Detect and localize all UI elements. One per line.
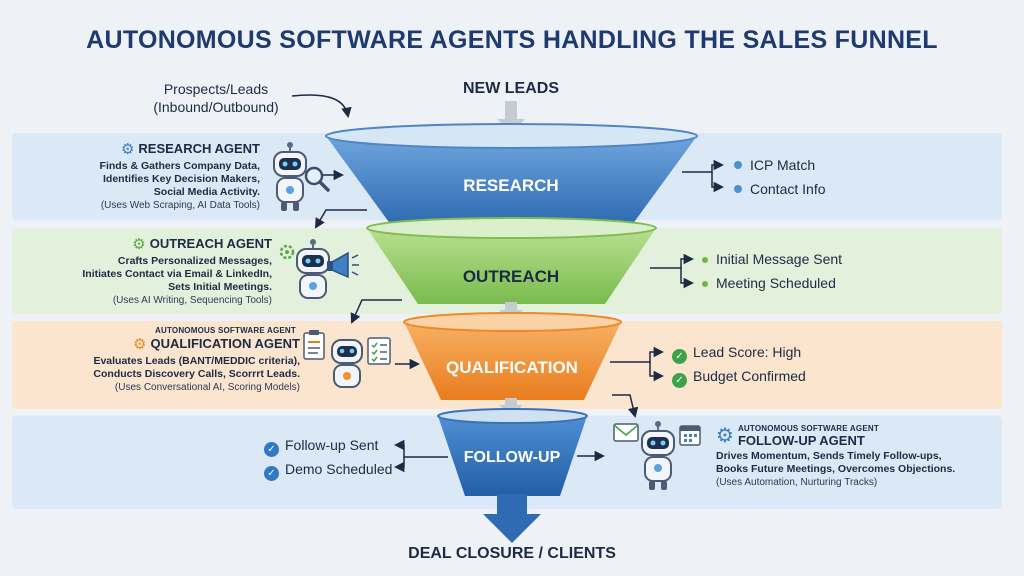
prospects-line-1: Prospects/Leads	[163, 81, 269, 97]
envelope-icon	[613, 423, 639, 442]
qualification-output-connector	[610, 346, 665, 382]
followup-agent-name: FOLLOW-UP AGENT	[737, 432, 865, 448]
magnifier-icon	[304, 166, 330, 192]
check-circle-icon: ✓	[672, 373, 687, 388]
qualification-agent-name: QUALIFICATION AGENT	[150, 336, 301, 351]
stage-label-outreach: OUTREACH	[463, 267, 559, 286]
funnel-section-followup	[437, 408, 588, 543]
research-outputs: ICP Match Contact Info	[734, 153, 826, 201]
calendar-icon	[679, 425, 701, 446]
bullet-dot-icon	[734, 161, 742, 169]
deal-closure-label: DEAL CLOSURE / CLIENTS	[408, 545, 616, 562]
stage-label-research: RESEARCH	[463, 176, 558, 195]
qualification-to-followup-arrow	[612, 394, 639, 419]
stage-label-followup: FOLLOW-UP	[464, 449, 561, 466]
check-circle-icon: ✓	[264, 466, 279, 481]
funnel-section-qualification	[403, 312, 622, 400]
research-agent-desc-3: Social Media Activity.	[153, 186, 260, 198]
gear-icon: ⚙	[132, 236, 146, 253]
research-agent-desc-2: Identifies Key Decision Makers,	[103, 173, 260, 185]
output-item: ✓ Follow-up Sent	[264, 433, 392, 457]
new-leads-label: NEW LEADS	[463, 80, 559, 97]
output-initial-message: Initial Message Sent	[716, 251, 843, 267]
qualification-agent-panel: AUTONOMOUS SOFTWARE AGENT ⚙QUALIFICATION…	[40, 326, 300, 394]
followup-agent-desc-2: Books Future Meetings, Overcomes Objecti…	[716, 463, 956, 475]
outreach-agent-desc-2: Initiates Contact via Email & LinkedIn,	[82, 268, 272, 280]
output-demo-scheduled: Demo Scheduled	[285, 461, 393, 477]
qualification-agent-kicker: AUTONOMOUS SOFTWARE AGENT	[155, 326, 296, 335]
outreach-agent-panel: ⚙OUTREACH AGENT Crafts Personalized Mess…	[40, 235, 272, 307]
gear-icon: ⚙	[716, 425, 734, 447]
bullet-dot-icon	[734, 185, 742, 193]
research-to-outreach-arrow	[314, 209, 367, 229]
followup-robot-icon	[641, 421, 675, 490]
bullet-dot-icon	[702, 281, 708, 287]
outreach-agent-title: ⚙OUTREACH AGENT	[40, 235, 272, 253]
prospects-label: Prospects/Leads (Inbound/Outbound)	[116, 80, 316, 116]
output-contact-info: Contact Info	[750, 181, 826, 197]
followup-agent-desc-1: Drives Momentum, Sends Timely Follow-ups…	[716, 450, 942, 462]
outreach-agent-desc-3: Sets Initial Meetings.	[168, 281, 272, 293]
followup-agent-kicker: AUTONOMOUS SOFTWARE AGENT	[737, 423, 879, 433]
output-item: Contact Info	[734, 177, 826, 201]
research-robot-icon	[273, 142, 307, 211]
research-agent-tools: (Uses Web Scraping, AI Data Tools)	[100, 200, 260, 211]
page-title: AUTONOMOUS SOFTWARE AGENTS HANDLING THE …	[86, 26, 938, 54]
outreach-to-qualification-arrow	[350, 299, 402, 324]
outreach-agent-tools: (Uses AI Writing, Sequencing Tools)	[112, 295, 272, 306]
outreach-agent-name: OUTREACH AGENT	[149, 236, 272, 251]
output-item: ✓ Demo Scheduled	[264, 457, 392, 481]
funnel-section-outreach	[366, 217, 657, 304]
outreach-outputs: Initial Message Sent Meeting Scheduled	[702, 247, 842, 295]
qualification-agent-desc-2: Conducts Discovery Calls, Scorrrt Leads.	[93, 368, 300, 380]
followup-output-connector	[393, 439, 448, 473]
gear-outreach-small-icon	[279, 244, 295, 260]
megaphone-icon	[327, 251, 359, 279]
output-item: ✓ Lead Score: High	[672, 340, 806, 364]
qualification-outputs: ✓ Lead Score: High ✓ Budget Confirmed	[672, 340, 806, 388]
followup-agent-panel: ⚙ AUTONOMOUS SOFTWARE AGENT FOLLOW-UP AG…	[716, 423, 1006, 489]
research-agent-desc-1: Finds & Gathers Company Data,	[99, 160, 260, 172]
output-item: ICP Match	[734, 153, 826, 177]
output-item: Initial Message Sent	[702, 247, 842, 271]
output-followup-sent: Follow-up Sent	[285, 437, 379, 453]
gear-icon: ⚙	[120, 141, 135, 158]
check-circle-icon: ✓	[264, 442, 279, 457]
research-output-connector	[682, 159, 725, 193]
research-agent-panel: ⚙RESEARCH AGENT Finds & Gathers Company …	[40, 140, 260, 212]
output-lead-score: Lead Score: High	[693, 344, 802, 360]
followup-agent-tools: (Uses Automation, Nurturing Tracks)	[716, 477, 878, 488]
check-circle-icon: ✓	[672, 349, 687, 364]
outreach-agent-desc-1: Crafts Personalized Messages,	[117, 255, 272, 267]
gear-icon: ⚙	[133, 336, 147, 353]
bullet-dot-icon	[702, 257, 708, 263]
outreach-output-connector	[650, 253, 695, 289]
clipboard-icon	[303, 330, 325, 360]
stage-label-qualification: QUALIFICATION	[446, 358, 578, 377]
qualification-agent-desc-1: Evaluates Leads (BANT/MEDDIC criteria),	[93, 355, 300, 367]
output-budget-confirmed: Budget Confirmed	[693, 368, 806, 384]
checklist-icon	[367, 337, 391, 365]
output-meeting-scheduled: Meeting Scheduled	[716, 275, 836, 291]
qualification-agent-title: ⚙QUALIFICATION AGENT	[40, 335, 300, 353]
prospects-line-2: (Inbound/Outbound)	[153, 99, 279, 115]
followup-outputs: ✓ Follow-up Sent ✓ Demo Scheduled	[264, 433, 392, 481]
output-item: ✓ Budget Confirmed	[672, 364, 806, 388]
outreach-robot-icon	[296, 239, 330, 299]
funnel-section-research	[325, 123, 698, 225]
prospects-arrow	[291, 94, 352, 119]
qualification-robot-icon	[331, 339, 363, 388]
output-item: Meeting Scheduled	[702, 271, 842, 295]
research-agent-name: RESEARCH AGENT	[138, 141, 260, 156]
research-agent-title: ⚙RESEARCH AGENT	[40, 140, 260, 158]
qualification-agent-tools: (Uses Conversational AI, Scoring Models)	[114, 382, 300, 393]
output-icp-match: ICP Match	[750, 157, 816, 173]
